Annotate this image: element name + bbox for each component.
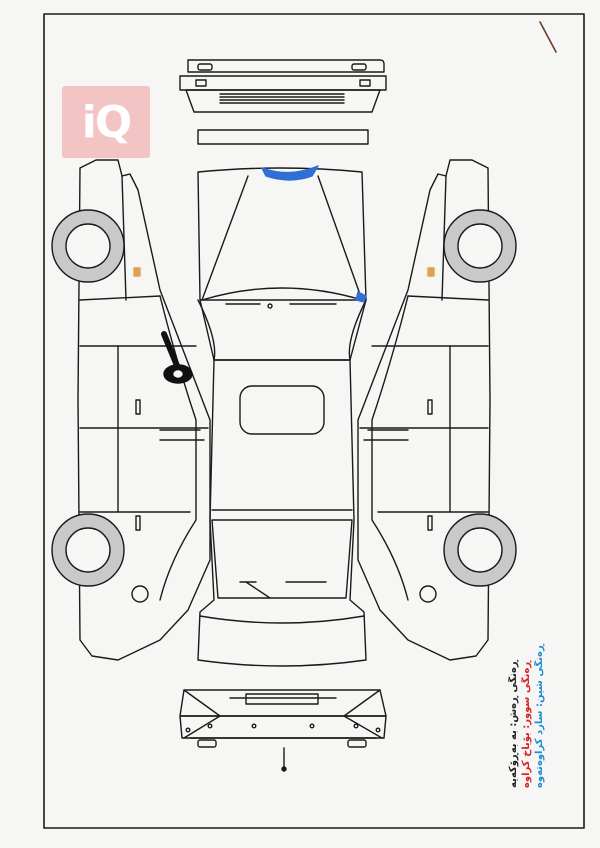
legend-blue-label: ڕەنگی شین: سارد کراوەتەوە xyxy=(534,644,545,788)
color-legend: ڕەنگی شین: سارد کراوەتەوە ڕەنگی سوور: بۆ… xyxy=(508,612,548,788)
page-border xyxy=(43,13,585,829)
front-view xyxy=(179,59,387,145)
repair-mark-windshield-top xyxy=(261,165,319,181)
brand-logo: iQ xyxy=(62,86,150,158)
legend-black-label: ڕەنگی ڕەش: بە بەڕۆکەیە xyxy=(508,660,519,788)
left-side-view xyxy=(51,159,211,661)
key-marker xyxy=(161,331,193,384)
right-side-view xyxy=(357,159,517,661)
repair-mark-hood-corner xyxy=(355,291,367,303)
corner-pen-mark xyxy=(539,21,557,53)
legend-red-label: ڕەنگی سوور: بۆیاخ کراوە xyxy=(521,660,532,788)
rear-view xyxy=(179,689,387,772)
top-view xyxy=(197,167,367,667)
brand-logo-text: iQ xyxy=(81,96,132,148)
